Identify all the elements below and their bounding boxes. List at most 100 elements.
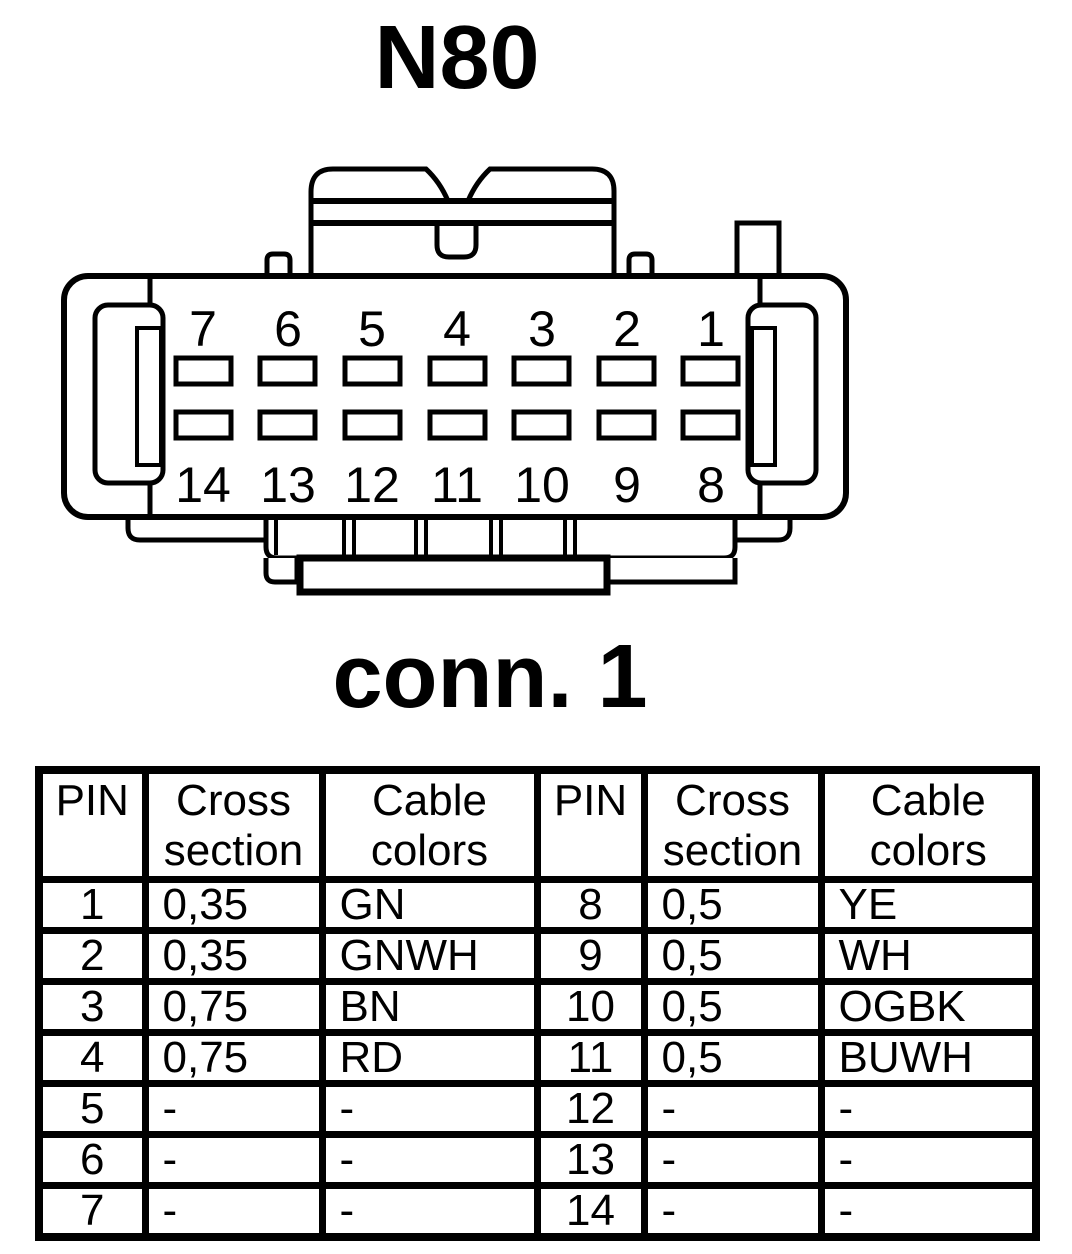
housing-rib-lines — [147, 276, 763, 516]
connector-caption: conn. 1 — [332, 627, 648, 727]
pin-number: 4 — [443, 301, 471, 357]
pin-assignment-table: PIN Cross section Cable colors PIN Cross… — [35, 766, 1040, 1241]
pin-cell: 8 — [533, 876, 648, 934]
pin-number: 11 — [431, 457, 483, 513]
cable-color-cell: YE — [817, 876, 1040, 934]
pin-cavity-8 — [680, 409, 741, 441]
flange-right — [732, 516, 793, 543]
cross-section-cell: - — [141, 1131, 326, 1189]
pin-number: 8 — [697, 457, 725, 513]
pin-cell: 2 — [35, 927, 149, 985]
cable-color-cell: BN — [318, 978, 541, 1036]
table-row: 2 0,35 GNWH 9 0,5 WH — [35, 927, 1040, 985]
table-header-row: PIN Cross section Cable colors PIN Cross… — [35, 766, 1040, 883]
pin-number: 12 — [344, 457, 400, 513]
pin-number: 5 — [358, 301, 386, 357]
pin-number: 14 — [175, 457, 231, 513]
cross-section-cell: - — [640, 1080, 825, 1138]
header-pin-left: PIN — [35, 766, 149, 883]
pin-cell: 12 — [533, 1080, 648, 1138]
header-cable-colors-right: Cable colors — [817, 766, 1040, 883]
table-row: 5 - - 12 - - — [35, 1080, 1040, 1138]
cable-color-cell: GNWH — [318, 927, 541, 985]
pin-cell: 11 — [533, 1029, 648, 1087]
table-row: 4 0,75 RD 11 0,5 BUWH — [35, 1029, 1040, 1087]
pin-cell: 3 — [35, 978, 149, 1036]
key-post — [734, 220, 782, 276]
cross-section-cell: - — [141, 1080, 326, 1138]
cross-section-cell: - — [141, 1182, 326, 1241]
table-row: 3 0,75 BN 10 0,5 OGBK — [35, 978, 1040, 1036]
pin-cavity-3 — [511, 355, 572, 387]
cable-color-cell: - — [318, 1080, 541, 1138]
cable-color-cell: - — [318, 1131, 541, 1189]
cable-color-cell: - — [318, 1182, 541, 1241]
pin-cavity-5 — [342, 355, 403, 387]
pin-number: 9 — [613, 457, 641, 513]
connector-housing — [61, 273, 849, 520]
pin-cavity-4 — [427, 355, 488, 387]
cross-section-cell: 0,35 — [141, 927, 326, 985]
table-row: 1 0,35 GN 8 0,5 YE — [35, 876, 1040, 934]
pin-cavity-12 — [342, 409, 403, 441]
pin-cavity-9 — [596, 409, 657, 441]
pin-cell: 6 — [35, 1131, 149, 1189]
pin-number: 1 — [697, 301, 725, 357]
pin-number: 2 — [613, 301, 641, 357]
pin-cell: 13 — [533, 1131, 648, 1189]
pin-cavity-6 — [257, 355, 318, 387]
table-row: 6 - - 13 - - — [35, 1131, 1040, 1189]
pin-number: 10 — [514, 457, 570, 513]
cross-section-cell: - — [640, 1131, 825, 1189]
bottom-boss — [296, 554, 611, 596]
cable-color-cell: - — [817, 1182, 1040, 1241]
table-row: 7 - - 14 - - — [35, 1182, 1040, 1241]
header-cross-section-right: Cross section — [640, 766, 825, 883]
cross-section-cell: 0,75 — [141, 978, 326, 1036]
pin-number: 6 — [274, 301, 302, 357]
cross-section-cell: 0,5 — [640, 1029, 825, 1087]
alignment-bump-right — [626, 251, 655, 276]
header-pin-right: PIN — [533, 766, 648, 883]
pin-cell: 14 — [533, 1182, 648, 1241]
cable-color-cell: RD — [318, 1029, 541, 1087]
component-title: N80 — [374, 8, 540, 108]
pin-cavity-13 — [257, 409, 318, 441]
flange-left — [125, 516, 269, 543]
cable-color-cell: OGBK — [817, 978, 1040, 1036]
pin-cavity-14 — [173, 409, 234, 441]
keyway-slot-left-inner — [135, 326, 163, 467]
pin-number: 13 — [260, 457, 316, 513]
pin-cavity-11 — [427, 409, 488, 441]
pin-cell: 4 — [35, 1029, 149, 1087]
pin-cell: 9 — [533, 927, 648, 985]
cross-section-cell: 0,75 — [141, 1029, 326, 1087]
step-notch-left — [263, 558, 300, 585]
cable-color-cell: GN — [318, 876, 541, 934]
pin-cell: 1 — [35, 876, 149, 934]
pin-cell: 7 — [35, 1182, 149, 1241]
alignment-bump-left — [264, 251, 293, 276]
pin-number: 3 — [528, 301, 556, 357]
pin-cavity-10 — [511, 409, 572, 441]
step-right — [604, 558, 738, 585]
cross-section-cell: 0,5 — [640, 927, 825, 985]
pin-number: 7 — [189, 301, 217, 357]
pin-cell: 5 — [35, 1080, 149, 1138]
cable-color-cell: - — [817, 1131, 1040, 1189]
cross-section-cell: - — [640, 1182, 825, 1241]
keyway-slot-right-inner — [750, 326, 777, 467]
cross-section-cell: 0,5 — [640, 876, 825, 934]
pin-cavity-1 — [680, 355, 741, 387]
cable-color-cell: BUWH — [817, 1029, 1040, 1087]
latch-lock-tab — [434, 226, 479, 260]
pin-cavity-2 — [596, 355, 657, 387]
header-cross-section-left: Cross section — [141, 766, 326, 883]
cross-section-cell: 0,5 — [640, 978, 825, 1036]
cable-color-cell: WH — [817, 927, 1040, 985]
header-cable-colors-left: Cable colors — [318, 766, 541, 883]
pin-cavity-7 — [173, 355, 234, 387]
terminal-block-dividers — [274, 518, 577, 555]
